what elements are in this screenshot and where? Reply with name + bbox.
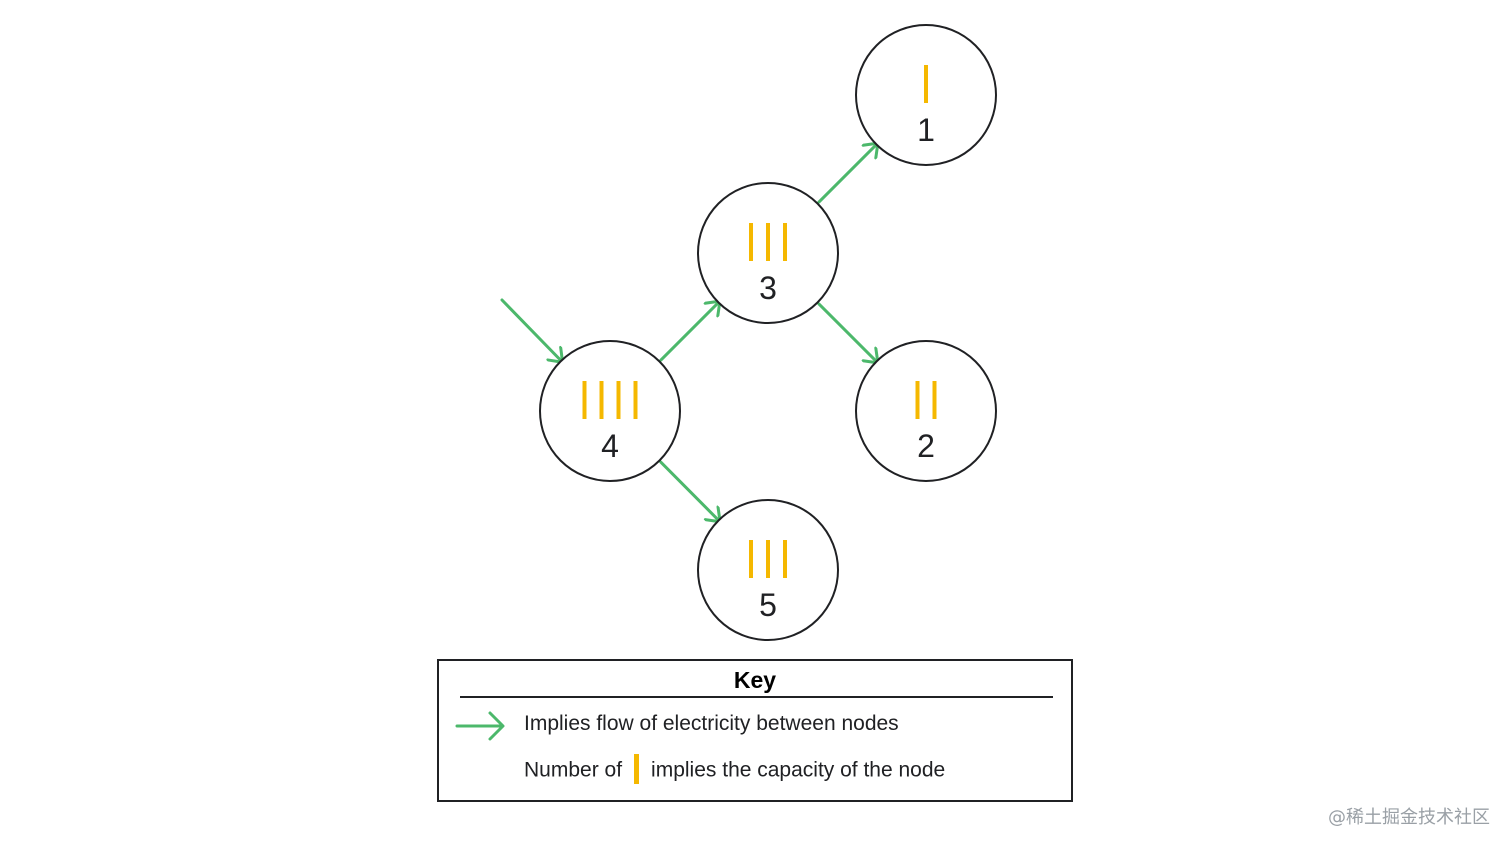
edge-arrow-3-to-2 (817, 302, 880, 365)
edge-arrow-4-to-3 (659, 299, 722, 362)
capacity-tick-icon (634, 754, 640, 784)
node-label: 2 (917, 428, 935, 464)
nodes-layer: 1 3 4 2 5 (539, 24, 997, 641)
node-circle (539, 340, 681, 482)
node-1: 1 (855, 24, 997, 166)
edge-arrow-input-to-4 (500, 298, 565, 364)
node-circle (855, 340, 997, 482)
node-label: 4 (601, 428, 619, 464)
watermark: @稀土掘金技术社区 (1328, 807, 1490, 828)
node-5: 5 (697, 499, 839, 641)
key-capacity-row: Number of implies the capacity of the nod… (524, 754, 946, 786)
edge-arrow-4-to-5 (659, 460, 722, 524)
node-label: 3 (759, 270, 777, 306)
key-arrow-description: Implies flow of electricity between node… (524, 712, 899, 735)
key-capacity-prefix: Number of (524, 758, 623, 782)
key-title: Key (733, 667, 777, 693)
node-2: 2 (855, 340, 997, 482)
node-label: 5 (759, 587, 777, 623)
edge-arrow-3-to-1 (817, 141, 880, 204)
node-label: 1 (917, 112, 935, 148)
key-capacity-suffix: implies the capacity of the node (651, 758, 946, 782)
node-3: 3 (697, 182, 839, 324)
key-divider (460, 696, 1053, 698)
node-4: 4 (539, 340, 681, 482)
edges-layer (500, 141, 880, 524)
key-legend: Key Implies flow of electricity between … (437, 659, 1073, 802)
arrow-icon (455, 711, 505, 741)
